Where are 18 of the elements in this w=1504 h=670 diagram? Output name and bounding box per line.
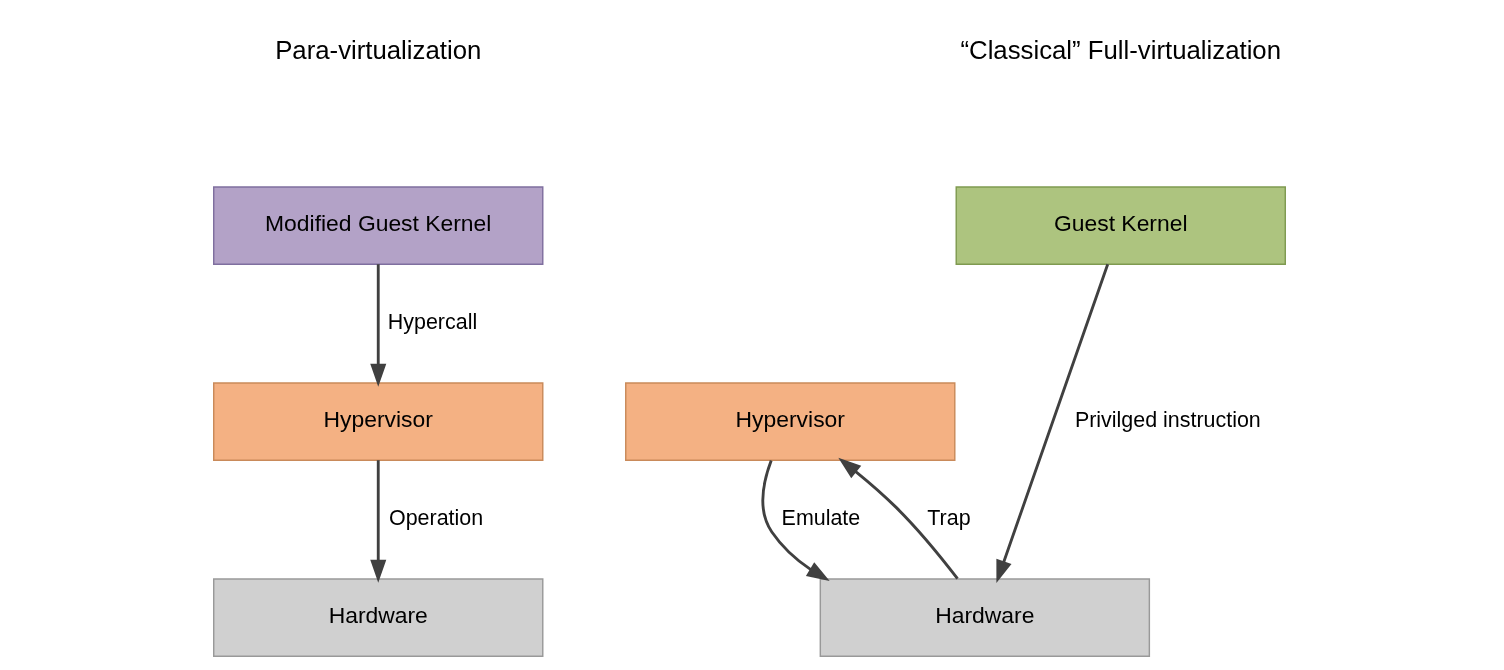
node-box: Hardware <box>213 578 544 657</box>
node-box: Hardware <box>819 578 1151 657</box>
edge-label: Operation <box>388 505 484 530</box>
edge-label: Emulate <box>781 505 861 530</box>
arrow <box>370 264 387 387</box>
arrow <box>838 457 959 580</box>
node-box: Guest Kernel <box>955 186 1286 265</box>
node-box: Hypervisor <box>625 382 956 461</box>
edge-label: Privilged instruction <box>1074 407 1261 432</box>
edge-label: Hypercall <box>387 309 478 334</box>
label: Para-virtualization <box>275 35 482 64</box>
edge-label: Trap <box>927 505 971 530</box>
node-box: Modified Guest Kernel <box>213 186 544 265</box>
arrow <box>761 460 830 581</box>
arrow <box>370 460 387 583</box>
node-box: Hypervisor <box>213 382 544 461</box>
label: “Classical” Full-virtualization <box>960 35 1282 64</box>
arrow <box>996 263 1110 583</box>
